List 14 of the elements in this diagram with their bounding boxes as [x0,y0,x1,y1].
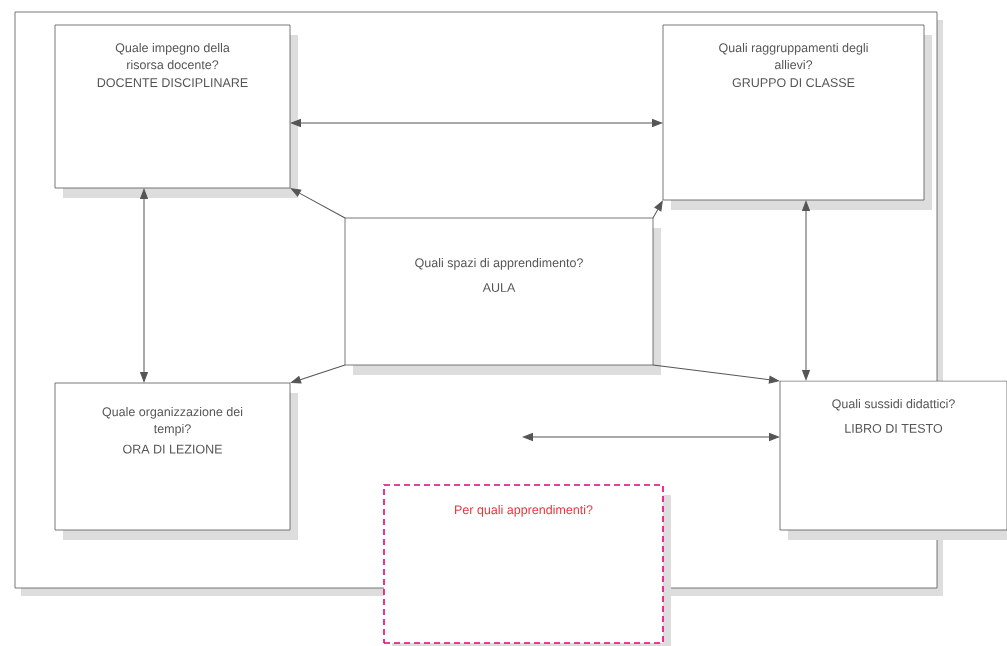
arrow [140,188,148,383]
arrow [290,364,346,384]
text-box: Quale organizzazione dei tempi? ORA DI LEZIONE [54,382,298,540]
text-box: Quale impegno della risorsa docente? DOCENTE DISCIPLINARE [54,24,298,198]
text-box: Quali raggruppamenti degli allievi? GRUPPO DI CLASSE [662,24,932,210]
arrow [652,200,663,219]
arrow [802,200,810,381]
text-box: Quali spazi di apprendimento? AULA [344,217,661,375]
arrow [522,433,780,441]
arrow [652,364,780,384]
arrow [290,188,346,219]
arrow [290,119,663,127]
text-box: Quali sussidi didattici? LIBRO DI TESTO [779,380,1007,540]
dashed-box: Per quali apprendimenti? [383,484,671,646]
